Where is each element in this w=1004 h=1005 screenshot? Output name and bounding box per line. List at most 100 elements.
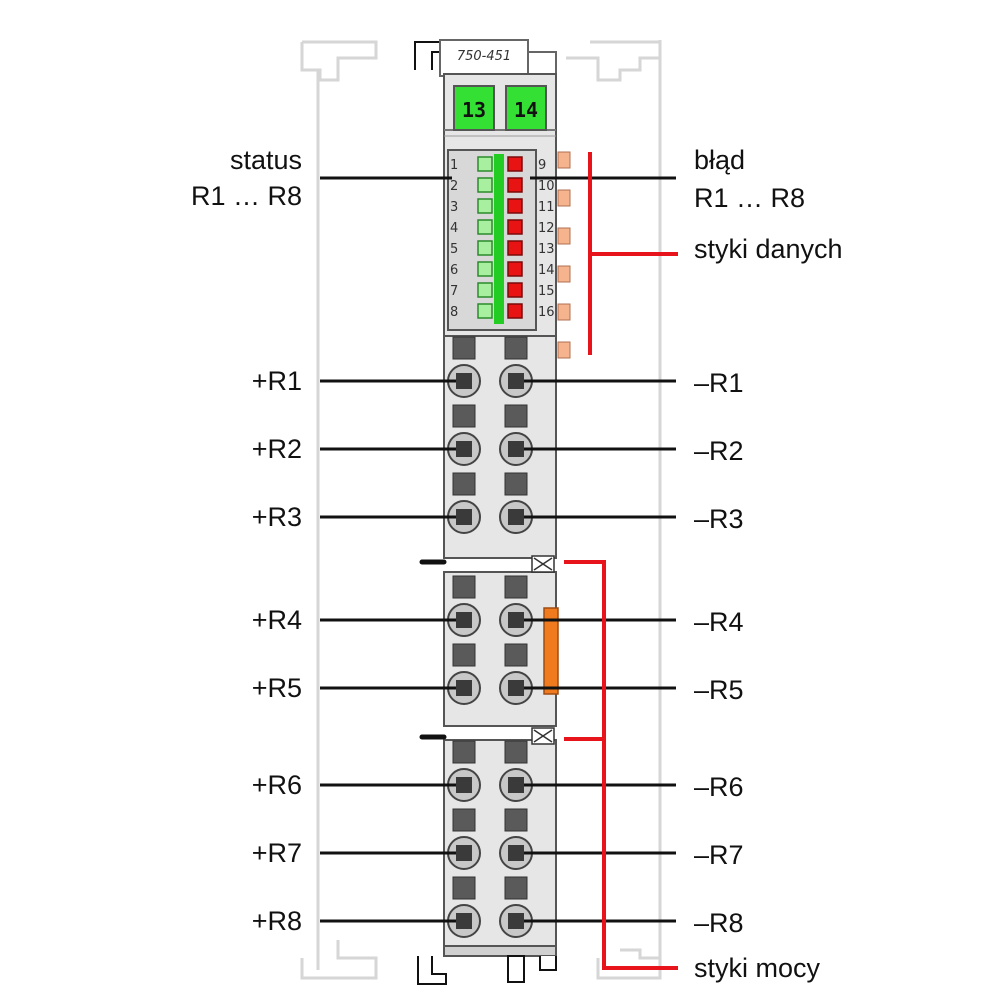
error-led-1 <box>507 156 523 172</box>
status-led-2 <box>477 177 493 193</box>
leader-lines <box>320 176 676 923</box>
data-contact-tab <box>557 189 571 207</box>
terminal-release-slot <box>452 472 476 496</box>
error-led-8 <box>507 303 523 319</box>
terminal-release-slot <box>452 740 476 764</box>
minus-terminal-label: –R1 <box>694 368 744 398</box>
led-number-left: 4 <box>450 221 458 236</box>
status-led-4 <box>477 219 493 235</box>
led-number-right: 10 <box>538 179 555 194</box>
data-contact-tab <box>557 303 571 321</box>
minus-terminal-label: –R8 <box>694 908 744 938</box>
terminal-clamp-hole <box>508 373 524 389</box>
power-contacts-label: styki mocy <box>694 953 821 983</box>
power-contact-x-top <box>531 555 555 573</box>
terminal-release-slot <box>504 404 528 428</box>
led-number-right: 16 <box>538 305 555 320</box>
data-contact-tab <box>557 227 571 245</box>
status-led-6 <box>477 261 493 277</box>
error-led-5 <box>507 240 523 256</box>
terminal-clamp-hole <box>456 845 472 861</box>
led-number-right: 12 <box>538 221 555 236</box>
terminal-clamp-hole <box>508 913 524 929</box>
error-led-4 <box>507 219 523 235</box>
terminal-release-slot <box>452 404 476 428</box>
terminal-release-slot <box>452 643 476 667</box>
led-bar <box>494 154 504 324</box>
terminal-clamp-hole <box>508 612 524 628</box>
terminal-release-slot <box>452 876 476 900</box>
status-label-line2: R1 … R8 <box>191 181 302 211</box>
terminal-release-slot <box>504 740 528 764</box>
terminal-clamp-hole <box>456 680 472 696</box>
led-number-right: 14 <box>538 263 555 278</box>
led-number-left: 6 <box>450 263 458 278</box>
plus-terminal-label: +R1 <box>252 366 302 396</box>
chip-13 <box>453 85 495 131</box>
status-led-7 <box>477 282 493 298</box>
module-top: 750-451 <box>414 39 557 77</box>
terminal-clamp-hole <box>508 441 524 457</box>
status-led-1 <box>477 156 493 172</box>
led-number-right: 13 <box>538 242 555 257</box>
terminal-release-slot <box>452 808 476 832</box>
error-led-2 <box>507 177 523 193</box>
terminal-block <box>447 336 533 938</box>
terminal-release-slot <box>504 808 528 832</box>
data-contact-tab <box>557 341 571 359</box>
led-number-right: 9 <box>538 158 546 173</box>
minus-terminal-label: –R4 <box>694 607 744 637</box>
terminal-clamp-hole <box>456 373 472 389</box>
minus-terminal-label: –R5 <box>694 675 744 705</box>
minus-terminal-label: –R3 <box>694 504 744 534</box>
terminal-clamp-hole <box>508 509 524 525</box>
led-number-left: 1 <box>450 158 458 173</box>
error-led-6 <box>507 261 523 277</box>
plus-terminal-label: +R5 <box>252 673 302 703</box>
terminal-release-slot <box>504 472 528 496</box>
error-label-line1: błąd <box>694 145 745 175</box>
led-number-left: 5 <box>450 242 458 257</box>
led-number-right: 11 <box>538 200 555 215</box>
chip-13-label: 13 <box>462 98 486 122</box>
error-led-7 <box>507 282 523 298</box>
led-number-right: 15 <box>538 284 555 299</box>
plus-terminal-label: +R6 <box>252 770 302 800</box>
power-contact-markers <box>419 555 555 745</box>
terminal-clamp-hole <box>456 777 472 793</box>
led-number-left: 2 <box>450 179 458 194</box>
terminal-release-slot <box>504 575 528 599</box>
led-number-left: 3 <box>450 200 458 215</box>
terminal-release-slot <box>452 575 476 599</box>
terminal-release-slot <box>504 336 528 360</box>
terminal-clamp-hole <box>456 612 472 628</box>
minus-terminal-label: –R6 <box>694 772 744 802</box>
chip-14 <box>505 85 547 131</box>
chip-14-label: 14 <box>514 98 538 122</box>
terminal-clamp-hole <box>508 845 524 861</box>
minus-terminal-label: –R7 <box>694 840 744 870</box>
power-jumper <box>543 607 559 695</box>
din-rail-outline <box>300 40 662 980</box>
plus-terminal-label: +R4 <box>252 605 302 635</box>
error-led-3 <box>507 198 523 214</box>
plus-terminal-label: +R8 <box>252 906 302 936</box>
data-contact-tab <box>557 265 571 283</box>
chips: 13 14 <box>453 85 547 131</box>
led-number-left: 7 <box>450 284 458 299</box>
status-led-8 <box>477 303 493 319</box>
plus-terminal-label: +R3 <box>252 502 302 532</box>
model-number: 750-451 <box>457 49 511 64</box>
status-led-3 <box>477 198 493 214</box>
status-label-line1: status <box>230 145 302 175</box>
terminal-release-slot <box>452 336 476 360</box>
terminal-clamp-hole <box>456 441 472 457</box>
plus-terminal-label: +R2 <box>252 434 302 464</box>
minus-terminal-label: –R2 <box>694 436 744 466</box>
status-led-5 <box>477 240 493 256</box>
data-contacts-label: styki danych <box>694 234 843 264</box>
power-contact-x-bottom <box>531 727 555 745</box>
plus-terminal-label: +R7 <box>252 838 302 868</box>
